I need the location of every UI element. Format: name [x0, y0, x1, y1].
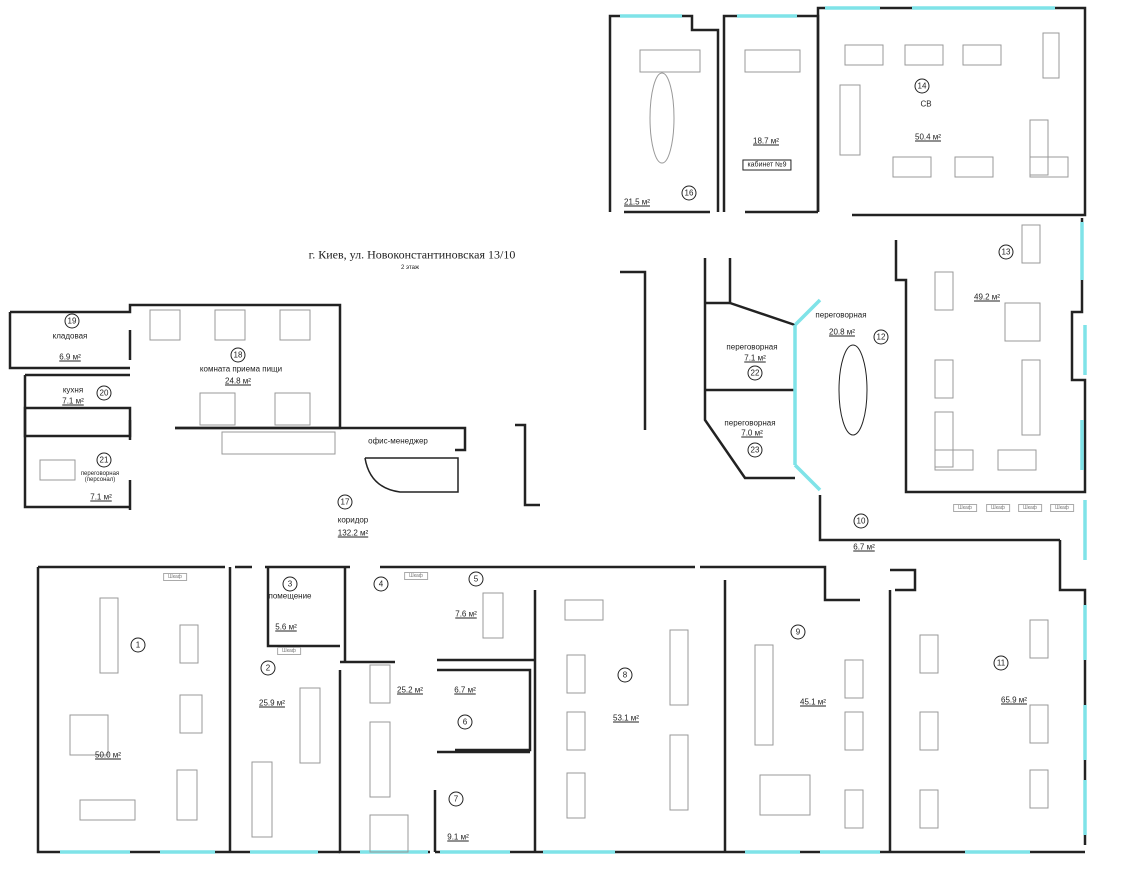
- room-3-number: 3: [282, 576, 298, 592]
- cabinet-9-area: 18.7 м²: [753, 136, 779, 146]
- room-6-number: 6: [457, 714, 473, 730]
- floor-label: 2 этаж: [401, 265, 419, 271]
- room-13-area: 49.2 м²: [974, 292, 1000, 302]
- room-21-name: переговорная (персонал): [80, 471, 120, 483]
- plan-title: г. Киев, ул. Новоконстантиновская 13/10: [308, 247, 516, 262]
- room-4-number: 4: [373, 576, 389, 592]
- room-4-area: 25.2 м²: [397, 685, 423, 695]
- room-9-number: 9: [790, 624, 806, 640]
- cabinet-9-label: кабинет №9: [742, 159, 792, 171]
- room-19-number: 19: [64, 313, 80, 329]
- cabinet-icon: Шкаф: [953, 504, 977, 512]
- room-17-area: 132.2 м²: [337, 528, 369, 538]
- cabinet-icon: Шкаф: [1050, 504, 1074, 512]
- room-21-area: 7.1 м²: [90, 492, 112, 502]
- room-3-area: 5.6 м²: [275, 622, 297, 632]
- room-16-number: 16: [681, 185, 697, 201]
- walls: [8, 6, 1087, 854]
- room-22-name: переговорная: [726, 342, 778, 352]
- room-16-area: 21.5 м²: [624, 197, 650, 207]
- room-18-name: комната приема пищи: [199, 364, 283, 374]
- room-3-name: помещение: [268, 591, 312, 601]
- room-17-name: коридор: [337, 515, 369, 525]
- room-2-number: 2: [260, 660, 276, 676]
- room-12-number: 12: [873, 329, 889, 345]
- room-20-area: 7.1 м²: [62, 396, 84, 406]
- room-11-number: 11: [993, 655, 1009, 671]
- furniture: [39, 32, 1069, 853]
- room-5-number: 5: [468, 571, 484, 587]
- room-11-area: 65.9 м²: [1001, 695, 1027, 705]
- cabinet-icon: Шкаф: [986, 504, 1010, 512]
- room-12-area: 20.8 м²: [829, 327, 855, 337]
- room-13-number: 13: [998, 244, 1014, 260]
- room-19-area: 6.9 м²: [59, 352, 81, 362]
- room-20-number: 20: [96, 385, 112, 401]
- room-23-area: 7.0 м²: [741, 428, 763, 438]
- cabinet-icon: Шкаф: [404, 572, 428, 580]
- room-22-area: 7.1 м²: [744, 353, 766, 363]
- room-23-name: переговорная: [724, 418, 776, 428]
- room-1-number: 1: [130, 637, 146, 653]
- room-7-area: 9.1 м²: [447, 832, 469, 842]
- room-12-name: переговорная: [815, 310, 867, 320]
- room-14-area: 50.4 м²: [915, 132, 941, 142]
- room-21-number: 21: [96, 452, 112, 468]
- office-manager-label: офис-менеджер: [368, 436, 428, 446]
- windows: [60, 6, 1087, 854]
- room-18-number: 18: [230, 347, 246, 363]
- room-17-number: 17: [337, 494, 353, 510]
- room-2-area: 25.9 м²: [259, 698, 285, 708]
- room-9-area: 45.1 м²: [800, 697, 826, 707]
- room-8-area: 53.1 м²: [613, 713, 639, 723]
- room-8-number: 8: [617, 667, 633, 683]
- cabinet-icon: Шкаф: [277, 647, 301, 655]
- room-22-number: 22: [747, 365, 763, 381]
- room-6-area: 6.7 м²: [454, 685, 476, 695]
- room-10-number: 10: [853, 513, 869, 529]
- room-14-number: 14: [914, 78, 930, 94]
- room-23-number: 23: [747, 442, 763, 458]
- room-1-area: 50.0 м²: [95, 750, 121, 760]
- room-10-area: 6.7 м²: [853, 542, 875, 552]
- cabinet-icon: Шкаф: [1018, 504, 1042, 512]
- cabinet-icon: Шкаф: [163, 573, 187, 581]
- room-7-number: 7: [448, 791, 464, 807]
- room-19-name: кладовая: [52, 331, 88, 341]
- room-20-name: кухня: [62, 385, 84, 395]
- room-18-area: 24.8 м²: [225, 376, 251, 386]
- room-5-area: 7.6 м²: [455, 609, 477, 619]
- room-14-name: СВ: [920, 99, 932, 109]
